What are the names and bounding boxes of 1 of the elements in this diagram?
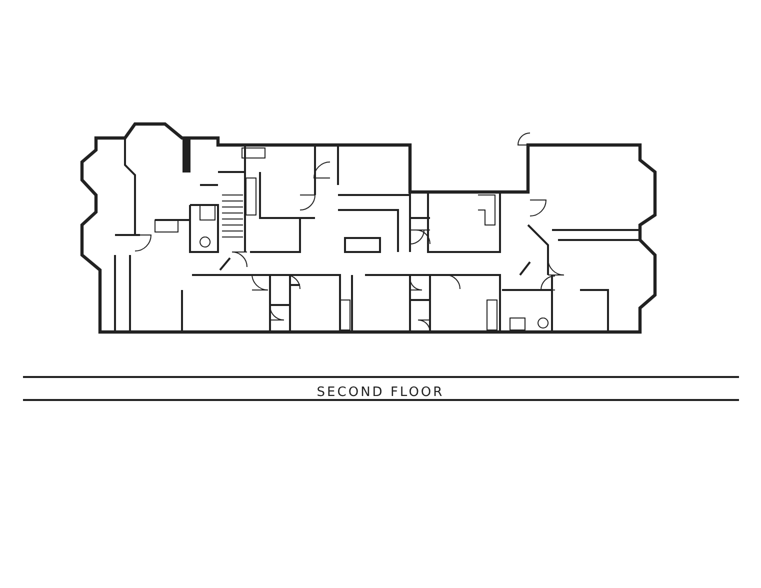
plan-title: SECOND FLOOR	[316, 385, 444, 400]
